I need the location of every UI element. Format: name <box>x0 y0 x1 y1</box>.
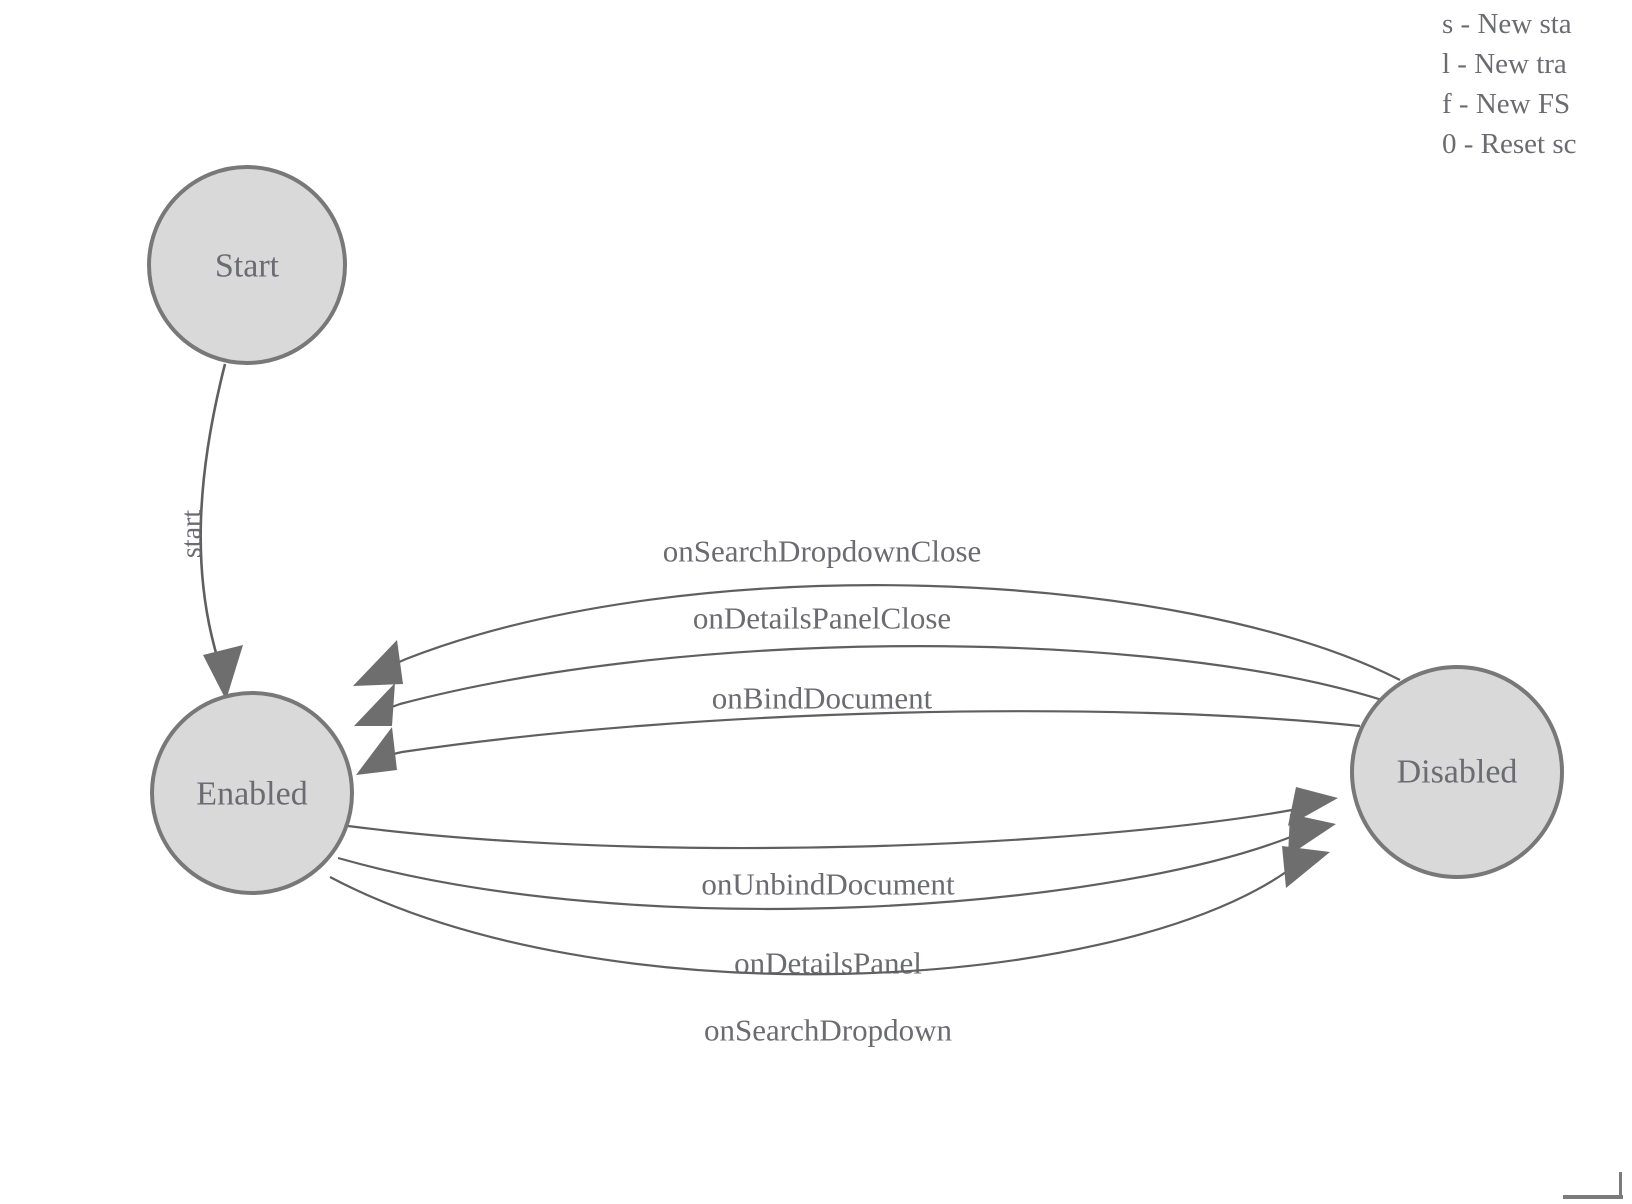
node-enabled-label: Enabled <box>196 776 307 813</box>
arrowhead-onsearchdropdownclose <box>353 640 403 686</box>
arrowhead-onunbinddocument <box>1288 787 1338 826</box>
edge-path-onunbinddocument <box>347 803 1313 850</box>
corner-rule-horizontal <box>1563 1195 1623 1199</box>
corner-rule-vertical <box>1619 1172 1622 1198</box>
arrowhead-onbinddocument <box>356 727 397 775</box>
edge-label-ondetailspanelclose: onDetailsPanelClose <box>693 601 951 636</box>
node-disabled[interactable]: Disabled <box>1350 665 1564 879</box>
edge-path-onsearchdropdown <box>329 859 1303 976</box>
edge-path-start <box>199 363 227 664</box>
edge-label-onsearchdropdownclose: onSearchDropdownClose <box>663 534 982 569</box>
node-disabled-circle[interactable] <box>1350 665 1564 879</box>
arrowhead-ondetailspanelclose <box>354 683 395 726</box>
edge-ondetailspanelclose[interactable]: onDetailsPanelClose <box>354 601 1383 727</box>
edge-onsearchdropdown[interactable]: onSearchDropdown <box>329 846 1330 1048</box>
node-start-circle[interactable] <box>147 165 347 365</box>
edge-label-onunbinddocument: onUnbindDocument <box>701 867 955 902</box>
edge-onbinddocument[interactable]: onBindDocument <box>356 681 1361 776</box>
arrowhead-start-to-enabled <box>203 645 243 700</box>
arrowhead-ondetailspanel <box>1288 814 1336 856</box>
edge-label-onbinddocument: onBindDocument <box>712 681 933 716</box>
node-enabled-circle[interactable] <box>150 691 354 895</box>
edge-path-onsearchdropdownclose <box>371 584 1401 681</box>
node-disabled-label: Disabled <box>1397 754 1518 791</box>
edge-onsearchdropdownclose[interactable]: onSearchDropdownClose <box>353 534 1401 687</box>
edge-path-ondetailspanelclose <box>377 645 1383 714</box>
node-start[interactable]: Start <box>147 165 347 365</box>
arrowhead-onsearchdropdown <box>1282 846 1330 888</box>
edge-path-onbinddocument <box>384 710 1361 758</box>
edge-label-onsearchdropdown: onSearchDropdown <box>704 1013 952 1048</box>
edge-label-start: start <box>177 510 208 558</box>
edge-path-ondetailspanel <box>337 828 1309 910</box>
edge-onunbinddocument[interactable]: onUnbindDocument <box>347 787 1338 902</box>
node-start-label: Start <box>215 248 280 285</box>
edge-label-ondetailspanel: onDetailsPanel <box>734 946 922 981</box>
node-enabled[interactable]: Enabled <box>150 691 354 895</box>
edge-start-to-enabled[interactable]: start <box>177 363 244 700</box>
